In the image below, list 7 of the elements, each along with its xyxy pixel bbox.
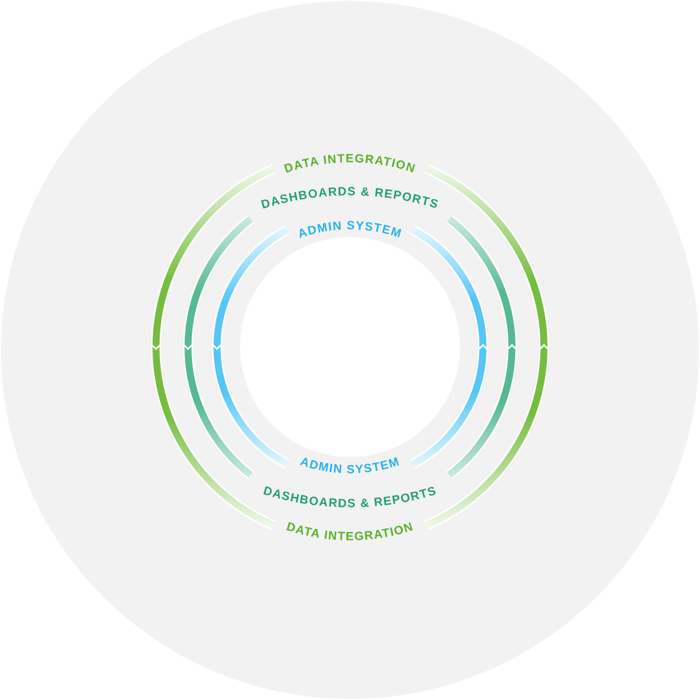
ring-label: ADMIN SYSTEM xyxy=(296,218,404,241)
ring-label: DATA INTEGRATION xyxy=(282,151,418,176)
ring-band xyxy=(212,218,488,476)
ring-band xyxy=(151,151,549,544)
ring-label: DATA INTEGRATION xyxy=(284,519,416,544)
ring-band xyxy=(183,184,517,510)
ring-label: ADMIN SYSTEM xyxy=(298,454,402,476)
